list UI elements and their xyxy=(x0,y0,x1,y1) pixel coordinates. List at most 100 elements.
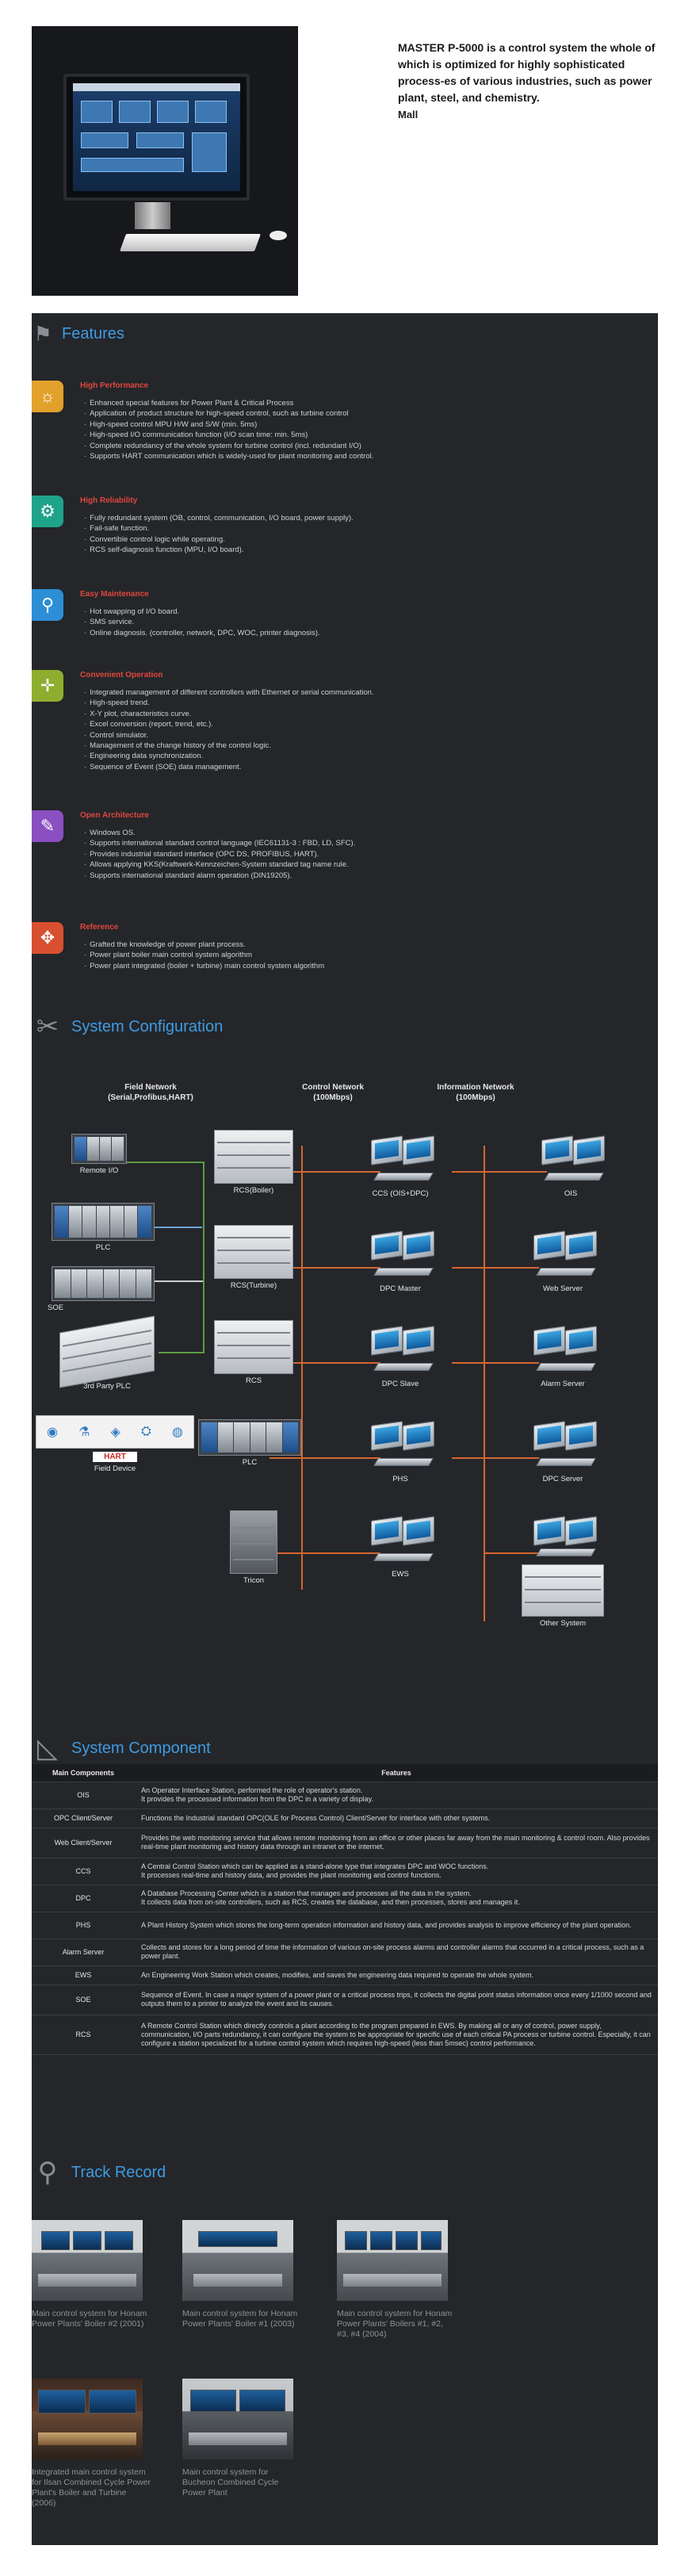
component-feature: Functions the Industrial standard OPC(OL… xyxy=(135,1809,658,1828)
component-feature: A Central Control Station which can be a… xyxy=(135,1858,658,1885)
magnifier-icon: ⚲ xyxy=(37,2157,58,2187)
component-name: SOE xyxy=(32,1985,135,2015)
table-header-row: Main Components Features xyxy=(32,1764,658,1782)
pencil-icon: ✎ xyxy=(32,810,63,842)
ois-node: OIS xyxy=(519,1135,622,1198)
feature-line: Management of the change history of the … xyxy=(84,741,374,751)
track-record-item[interactable]: Main control system for Honam Power Plan… xyxy=(182,2220,301,2329)
component-feature: Collects and stores for a long period of… xyxy=(135,1939,658,1966)
dpc-slave-node: DPC Slave xyxy=(349,1326,452,1388)
dpc-server-node: DPC Server xyxy=(511,1421,614,1483)
component-name: RCS xyxy=(32,2015,135,2055)
workstation-icon xyxy=(365,1421,436,1472)
node-label: Remote I/O xyxy=(79,1166,119,1175)
alarm-server-node: Alarm Server xyxy=(511,1326,614,1388)
mall-link[interactable]: Mall xyxy=(398,109,419,121)
plc-icon xyxy=(198,1419,301,1456)
feature-line: Sequence of Event (SOE) data management. xyxy=(84,762,374,772)
node-label: 3rd Party PLC xyxy=(83,1382,131,1391)
rcs-turbine-node: RCS(Turbine) xyxy=(210,1225,297,1290)
components-header: ◺ System Component xyxy=(32,1732,211,1764)
node-label: SOE xyxy=(48,1303,64,1312)
feature-line: Convertible control logic while operatin… xyxy=(84,534,354,545)
feature-list: Fully redundant system (OB, control, com… xyxy=(84,513,354,556)
feature-open-architecture: ✎ Open Architecture Windows OS. Supports… xyxy=(32,810,634,898)
configuration-header: ✂ System Configuration xyxy=(32,1011,223,1043)
plc-icon xyxy=(52,1203,155,1241)
cabinet-icon xyxy=(522,1564,604,1617)
feature-line: Integrated management of different contr… xyxy=(84,687,373,698)
component-name: Web Client/Server xyxy=(32,1828,135,1858)
field-devices-icon: ◉⚗◈⛭◍ xyxy=(36,1415,194,1449)
system-configuration-diagram: Field Network (Serial,Profibus,HART) Con… xyxy=(32,1074,658,1669)
node-label: Web Server xyxy=(543,1284,583,1293)
component-name: DPC xyxy=(32,1885,135,1912)
component-feature: An Engineering Work Station which create… xyxy=(135,1965,658,1985)
component-feature: Sequence of Event. In case a major syste… xyxy=(135,1985,658,2015)
feature-title: Reference xyxy=(80,923,119,932)
node-label: CCS (OIS+DPC) xyxy=(372,1189,429,1198)
track-record-caption: Main control system for Honam Power Plan… xyxy=(182,2309,298,2329)
feature-line: Complete redundancy of the whole system … xyxy=(84,441,373,451)
feature-line: Supports HART communication which is wid… xyxy=(84,451,373,461)
feature-line: Fail-safe function. xyxy=(84,523,354,534)
track-record-item[interactable]: Main control system for Honam Power Plan… xyxy=(32,2220,151,2329)
node-label: DPC Slave xyxy=(381,1380,419,1388)
rcs-cabinet-icon xyxy=(214,1130,293,1184)
hart-logo: HART xyxy=(93,1452,137,1462)
plc-left-node: PLC xyxy=(48,1203,159,1252)
workstation-icon xyxy=(365,1231,436,1282)
feature-line: Windows OS. xyxy=(84,828,355,838)
feature-line: Grafted the knowledge of power plant pro… xyxy=(84,940,324,950)
feature-line: Provides industrial standard interface (… xyxy=(84,849,355,859)
field-network-heading: Field Network (Serial,Profibus,HART) xyxy=(108,1083,193,1102)
workstation-icon xyxy=(365,1516,436,1567)
track-record-item[interactable]: Main control system for Bucheon Combined… xyxy=(182,2379,301,2498)
track-record-item[interactable]: Integrated main control system for Ilsan… xyxy=(32,2379,151,2509)
remote-io-node: Remote I/O xyxy=(63,1134,135,1175)
flag-icon: ⚑ xyxy=(33,322,52,346)
workstation-icon xyxy=(527,1516,598,1560)
node-label: DPC Server xyxy=(542,1475,583,1483)
feature-line: Allows applying KKS(Kraftwerk-Kennzeiche… xyxy=(84,859,355,870)
product-description-text: MASTER P-5000 is a control system the wh… xyxy=(398,41,656,104)
dpc-master-node: DPC Master xyxy=(349,1231,452,1293)
feature-line: Hot swapping of I/O board. xyxy=(84,607,320,617)
keyboard-illustration xyxy=(119,234,262,251)
feature-reference: ✥ Reference Grafted the knowledge of pow… xyxy=(32,922,634,986)
rack-icon xyxy=(71,1134,127,1164)
track-record-caption: Integrated main control system for Ilsan… xyxy=(32,2467,151,2508)
tricon-node: Tricon xyxy=(226,1510,281,1585)
feature-line: Supports international standard alarm op… xyxy=(84,871,355,881)
node-label: RCS xyxy=(245,1376,262,1385)
feature-high-performance: ☼ High Performance Enhanced special feat… xyxy=(32,381,634,468)
control-room-photo xyxy=(32,2220,143,2301)
node-label: Other System xyxy=(539,1619,587,1628)
field-device-node: ◉⚗◈⛭◍ HART Field Device xyxy=(36,1415,194,1473)
mouse-illustration xyxy=(270,231,287,240)
tricon-cabinet-icon xyxy=(230,1510,277,1574)
track-record-header: ⚲ Track Record xyxy=(32,2157,166,2188)
feature-title: Convenient Operation xyxy=(80,671,163,679)
node-label: PLC xyxy=(242,1458,258,1467)
features-header: ⚑ Features xyxy=(32,323,124,345)
feature-line: Supports international standard control … xyxy=(84,838,355,848)
magnifier-icon: ⚲ xyxy=(32,589,63,621)
feature-list: Grafted the knowledge of power plant pro… xyxy=(84,940,324,971)
enclosure-icon xyxy=(59,1315,155,1388)
plc-center-node: PLC xyxy=(194,1419,305,1467)
feature-line: X-Y plot, characteristics curve. xyxy=(84,709,374,719)
features-title: Features xyxy=(62,324,124,343)
control-room-photo xyxy=(32,2379,143,2459)
feature-line: High-speed I/O communication function (I… xyxy=(84,430,373,440)
track-record-item[interactable]: Main control system for Honam Power Plan… xyxy=(337,2220,456,2340)
control-room-photo xyxy=(337,2220,448,2301)
component-feature: A Plant History System which stores the … xyxy=(135,1912,658,1939)
workstation-icon xyxy=(365,1135,436,1187)
